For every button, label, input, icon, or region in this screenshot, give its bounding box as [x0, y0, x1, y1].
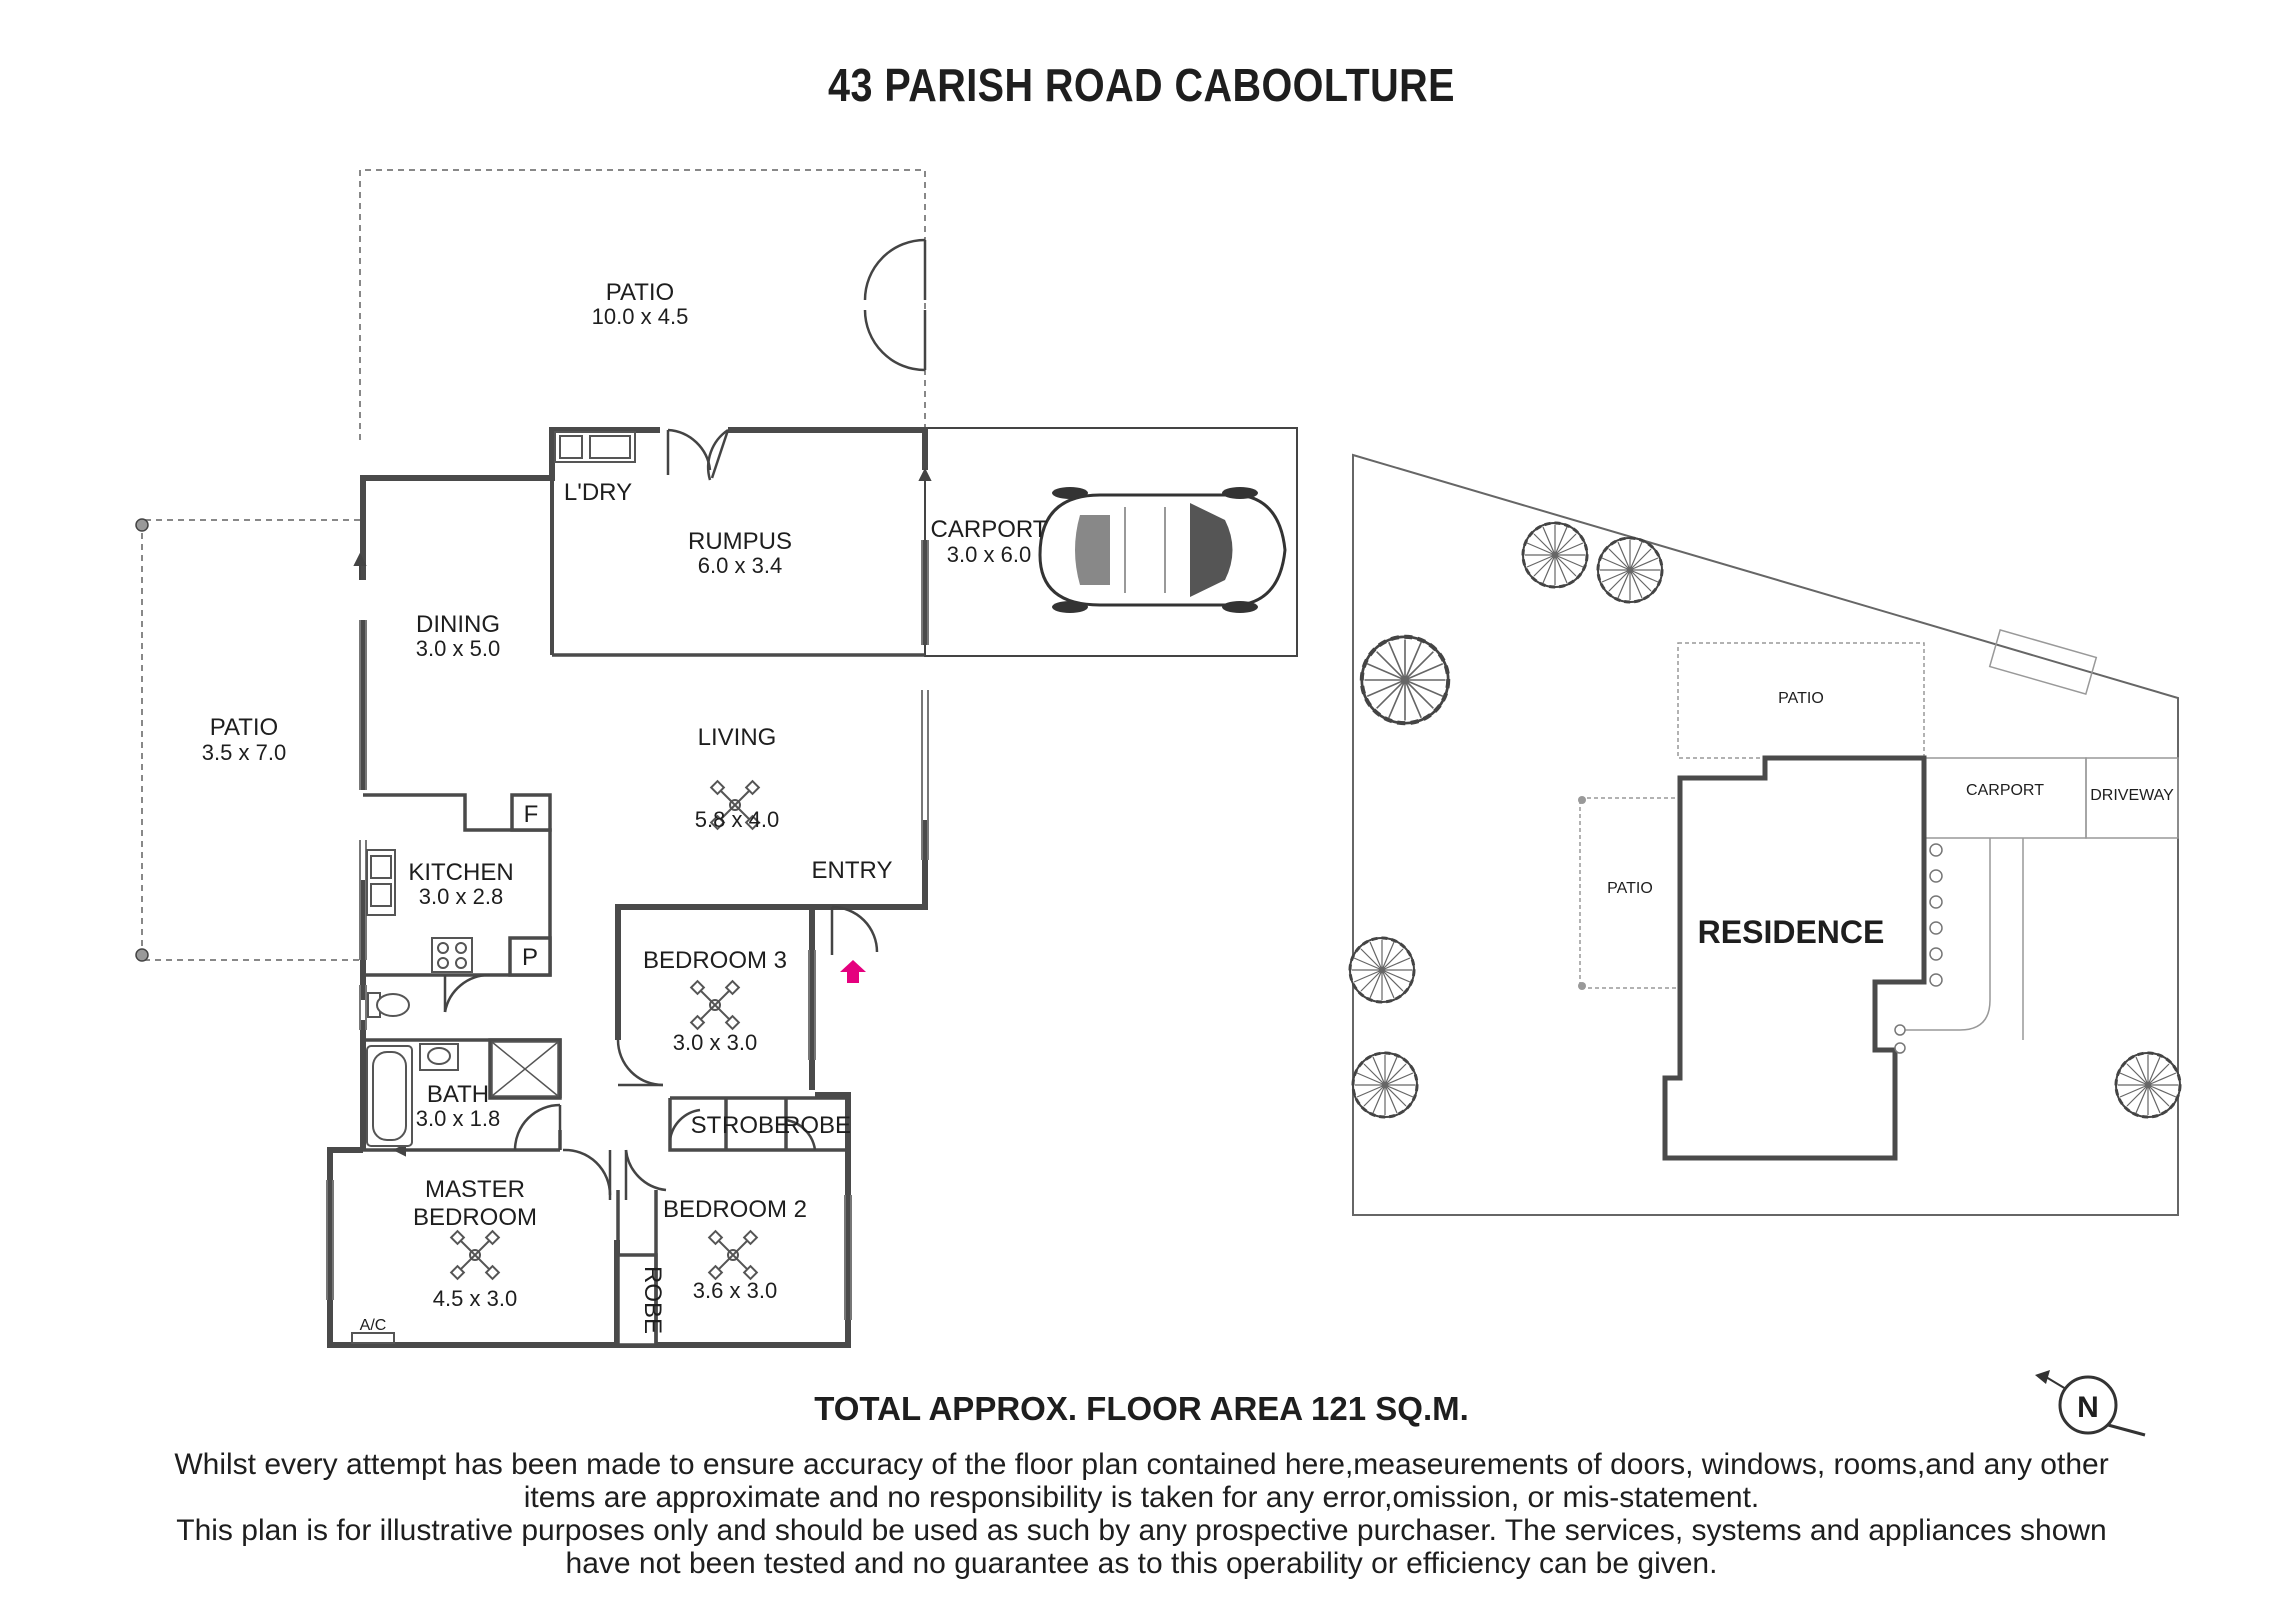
- site-bench: [1988, 629, 2098, 695]
- site-carport-label: CARPORT: [1966, 782, 2044, 799]
- bedroom3-label: BEDROOM 3: [643, 947, 787, 974]
- tree-icon: [2114, 1051, 2182, 1119]
- fridge-label: F: [524, 801, 539, 828]
- carport-dims: 3.0 x 6.0: [947, 542, 1031, 567]
- total-floor-area: TOTAL APPROX. FLOOR AREA 121 SQ.M.: [814, 1390, 1469, 1427]
- site-shrubs: [1894, 843, 1943, 1054]
- tree-icon: [1521, 521, 1589, 589]
- disclaimer-line: have not been tested and no guarantee as…: [565, 1547, 1718, 1580]
- site-patio-top-label: PATIO: [1778, 690, 1824, 707]
- patio-top-outline: [359, 169, 926, 440]
- living-dims: 5.8 x 4.0: [695, 807, 779, 832]
- tree-icon: [1351, 1051, 1419, 1119]
- ceiling-fan-icon: [708, 1230, 758, 1280]
- site-boundary: [1352, 453, 2179, 1216]
- patio-double-door: [863, 238, 927, 372]
- car-icon: [1038, 487, 1287, 613]
- dining-label: DINING: [416, 611, 500, 638]
- windows: [326, 540, 929, 1320]
- page-title: 43 PARISH ROAD CABOOLTURE: [828, 59, 1455, 111]
- robe-a-label: ROBE: [722, 1112, 790, 1139]
- bath-dims: 3.0 x 1.8: [416, 1106, 500, 1131]
- site-patio-left: [1578, 796, 1681, 990]
- kitchen-label: KITCHEN: [408, 859, 513, 886]
- tree-icon: [1362, 637, 1448, 723]
- entry-arrow-icon: [840, 960, 866, 983]
- rumpus-label: RUMPUS: [688, 528, 792, 555]
- tree-icon: [1596, 536, 1664, 604]
- master-label-1: MASTER: [425, 1176, 525, 1203]
- bath-label: BATH: [427, 1081, 489, 1108]
- disclaimer-line: Whilst every attempt has been made to en…: [174, 1448, 2109, 1481]
- storage-label: ST: [691, 1112, 722, 1139]
- master-label-2: BEDROOM: [413, 1204, 537, 1231]
- sink-icon: [366, 849, 396, 916]
- laundry-fixtures: [554, 431, 636, 463]
- compass-letter: N: [2077, 1391, 2099, 1424]
- ac-label: A/C: [360, 1317, 387, 1334]
- bedroom3-dims: 3.0 x 3.0: [673, 1030, 757, 1055]
- living-label: LIVING: [698, 724, 777, 751]
- exterior-walls: [327, 427, 928, 1348]
- rumpus-dims: 6.0 x 3.4: [698, 553, 782, 578]
- robe-master-label: ROBE: [639, 1266, 666, 1334]
- robe-b-label: ROBE: [783, 1112, 851, 1139]
- patio-top-label: PATIO: [606, 279, 674, 306]
- dining-dims: 3.0 x 5.0: [416, 636, 500, 661]
- doors: [443, 428, 879, 1200]
- patio-left-label: PATIO: [210, 714, 278, 741]
- disclaimer-line: items are approximate and no responsibil…: [523, 1481, 1760, 1514]
- opening-arrows: [353, 467, 932, 1157]
- ac-unit: [351, 1332, 395, 1344]
- disclaimer-line: This plan is for illustrative purposes o…: [176, 1514, 2107, 1547]
- tree-icon: [1348, 936, 1416, 1004]
- cooktop-icon: [431, 937, 473, 973]
- laundry-label: L'DRY: [564, 479, 632, 506]
- bathtub-icon: [366, 1045, 413, 1147]
- basin-icon: [419, 1043, 459, 1071]
- site-patio-left-label: PATIO: [1607, 880, 1653, 897]
- patio-top-dims: 10.0 x 4.5: [592, 304, 689, 329]
- bedroom2-dims: 3.6 x 3.0: [693, 1278, 777, 1303]
- master-dims: 4.5 x 3.0: [433, 1286, 517, 1311]
- site-driveway-label: DRIVEWAY: [2090, 787, 2174, 804]
- interior-walls: [363, 640, 925, 1347]
- entry-label: ENTRY: [812, 857, 893, 884]
- site-residence: [1662, 755, 1927, 1161]
- kitchen-dims: 3.0 x 2.8: [419, 884, 503, 909]
- pantry-label: P: [522, 944, 538, 971]
- toilet-icon: [367, 992, 410, 1018]
- patio-left-dims: 3.5 x 7.0: [202, 740, 286, 765]
- site-driveway: [1895, 757, 2179, 1040]
- disclaimer: Whilst every attempt has been made to en…: [120, 1448, 2163, 1580]
- shower-icon: [491, 1041, 559, 1097]
- bedroom2-label: BEDROOM 2: [663, 1196, 807, 1223]
- patio-left-outline: [135, 518, 360, 962]
- carport-label: CARPORT: [931, 516, 1048, 543]
- compass-icon: N: [2035, 1370, 2146, 1437]
- site-residence-label: RESIDENCE: [1698, 914, 1885, 950]
- ceiling-fan-icon: [450, 1230, 500, 1280]
- ceiling-fan-icon: [690, 980, 740, 1030]
